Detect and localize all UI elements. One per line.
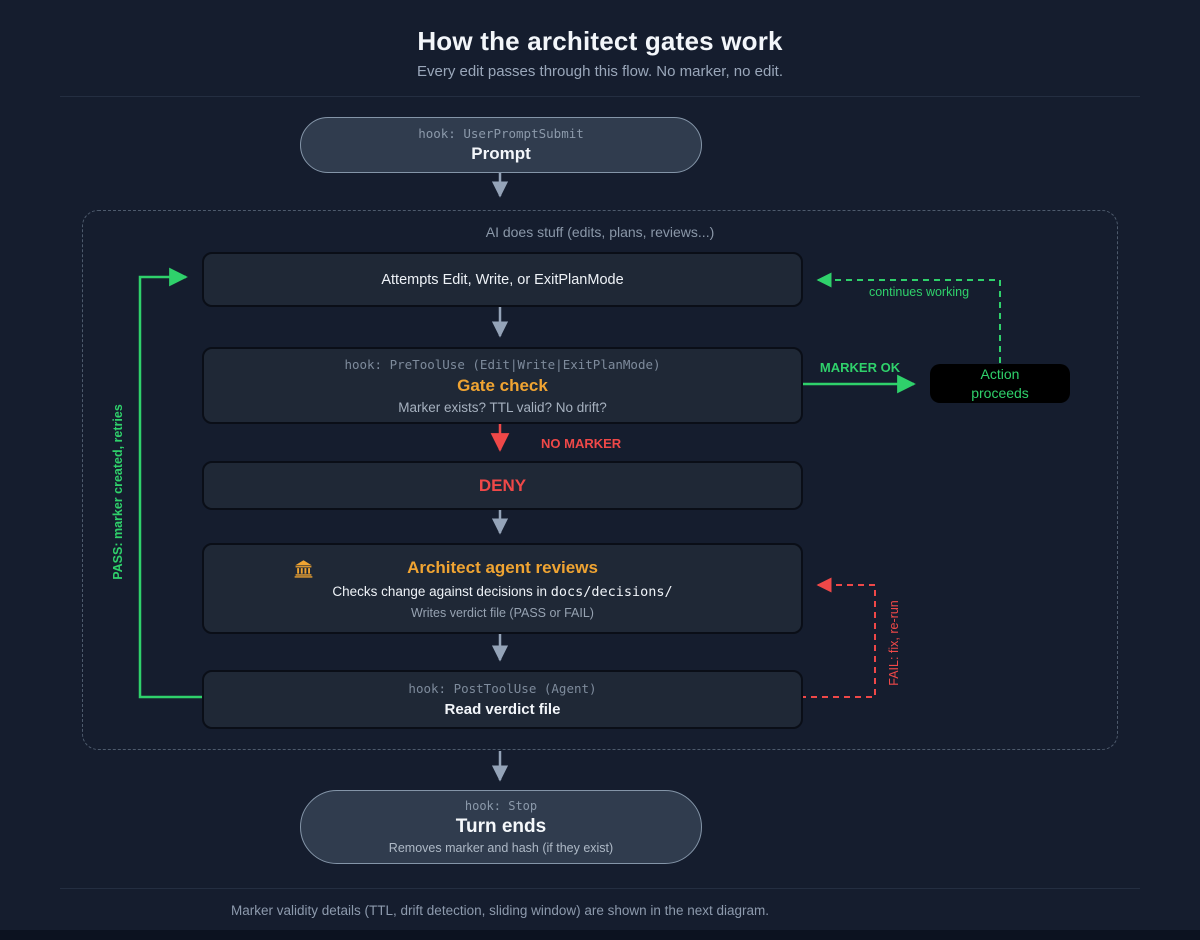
marker-ok-label: MARKER OK [819,360,901,375]
action-proceeds-node: Action proceeds [930,364,1070,403]
bank-icon [294,560,313,578]
action-proceeds-label: Action proceeds [971,366,1029,401]
prompt-node: hook: UserPromptSubmit Prompt [300,117,702,173]
no-marker-label: NO MARKER [541,436,622,451]
continues-working-label: continues working [868,285,970,299]
read-verdict-node: hook: PostToolUse (Agent) Read verdict f… [202,670,803,729]
turn-ends-node: hook: Stop Turn ends Removes marker and … [300,790,702,864]
ai-loop-label: AI does stuff (edits, plans, reviews...) [485,224,715,240]
fail-rerun-label: FAIL: fix, re-run [887,600,901,686]
pass-retries-label: PASS: marker created, retries [111,404,125,580]
attempts-label: Attempts Edit, Write, or ExitPlanMode [381,271,624,288]
architect-label: Architect agent reviews [407,557,598,577]
prompt-label: Prompt [471,144,531,163]
read-verdict-hook-label: hook: PostToolUse (Agent) [408,681,597,696]
page-subtitle: Every edit passes through this flow. No … [416,63,783,80]
architect-detail-prefix: Checks change against decisions in [332,583,551,599]
top-divider [60,96,1140,97]
deny-label: DENY [478,475,527,495]
gate-check-label: Gate check [457,375,548,395]
gate-check-hook-label: hook: PreToolUse (Edit|Write|ExitPlanMod… [344,356,661,372]
gate-check-question: Marker exists? TTL valid? No drift? [398,399,607,415]
deny-node: DENY [202,461,803,510]
turn-ends-sub: Removes marker and hash (if they exist) [388,841,614,855]
attempts-node: Attempts Edit, Write, or ExitPlanMode [202,252,803,307]
footer-note: Marker validity details (TTL, drift dete… [231,903,769,918]
bottom-strip [0,930,1200,940]
architect-detail: Checks change against decisions in docs/… [332,584,672,600]
gate-check-node: hook: PreToolUse (Edit|Write|ExitPlanMod… [202,347,803,424]
ai-loop-container [82,210,1118,750]
architect-node: Architect agent reviews Checks change ag… [202,543,803,634]
page-title: How the architect gates work [417,26,783,56]
read-verdict-label: Read verdict file [444,701,561,718]
architect-detail-path: docs/decisions/ [550,583,673,600]
turn-ends-hook-label: hook: Stop [464,799,538,813]
architect-verdict-note: Writes verdict file (PASS or FAIL) [411,605,594,620]
prompt-hook-label: hook: UserPromptSubmit [418,126,584,141]
turn-ends-label: Turn ends [455,816,547,837]
bottom-divider [60,888,1140,889]
